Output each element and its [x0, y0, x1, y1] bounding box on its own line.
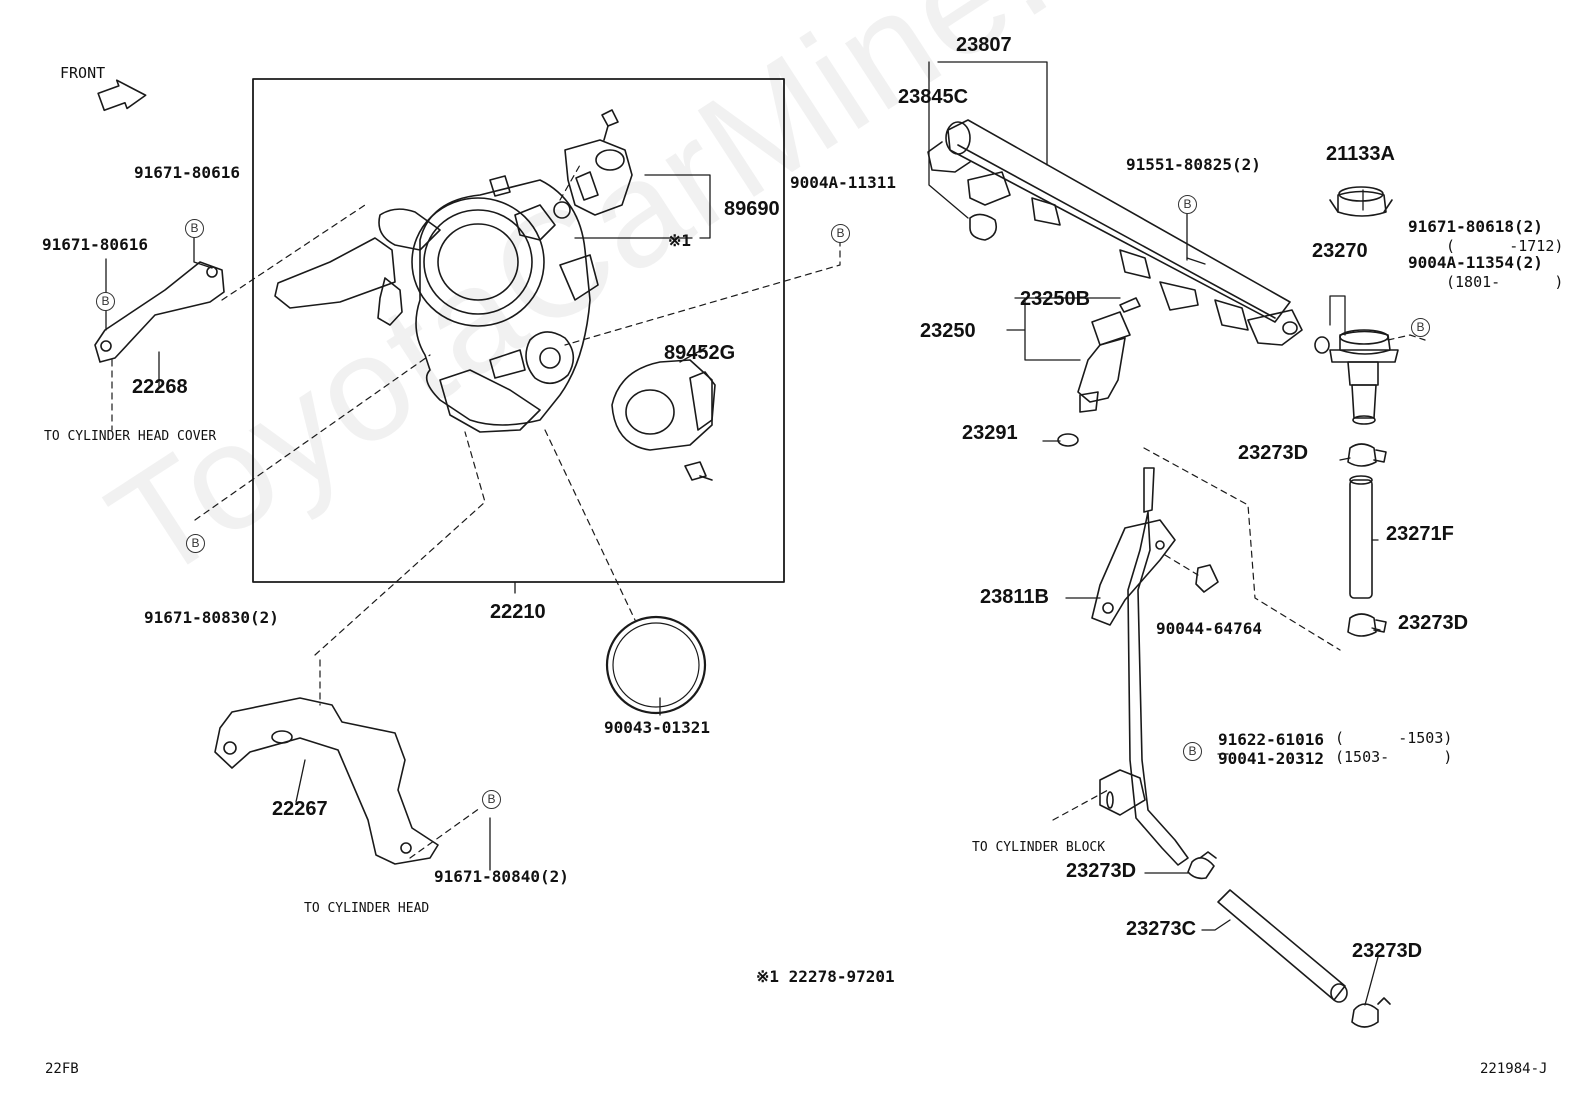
- dashed-leader-lines: [111, 164, 1426, 859]
- b-marker: B: [96, 292, 115, 311]
- part-label-23845c[interactable]: 23845C: [898, 86, 969, 108]
- part-label-9004a-11311[interactable]: 9004A-11311: [790, 173, 896, 192]
- part-label-23271f[interactable]: 23271F: [1386, 523, 1454, 545]
- part-label-90041[interactable]: 90041-20312: [1218, 749, 1324, 768]
- throttle-body-drawing: [274, 175, 599, 433]
- part-label-22268[interactable]: 22268: [132, 376, 188, 398]
- part-label-91671-80618[interactable]: 91671-80618(2): [1408, 217, 1543, 236]
- part-label-23291[interactable]: 23291: [962, 422, 1018, 444]
- part-range-91622: ( -1503): [1335, 729, 1453, 747]
- b-marker: B: [1183, 742, 1202, 761]
- part-label-91671-80830[interactable]: 91671-80830(2): [144, 608, 279, 627]
- footnote: ※1 22278-97201: [756, 967, 895, 986]
- hose-23273c-drawing: [1187, 851, 1391, 1028]
- b-marker: B: [1178, 195, 1197, 214]
- part-label-23273d[interactable]: 23273D: [1398, 612, 1469, 634]
- part-range-9004a-11354: (1801- ): [1446, 273, 1564, 291]
- bracket-22267-drawing: [214, 697, 439, 865]
- part-label-23273c[interactable]: 23273C: [1126, 918, 1197, 940]
- note-to-cylinder-head: TO CYLINDER HEAD: [304, 901, 430, 916]
- part-label-90044[interactable]: 90044-64764: [1156, 619, 1262, 638]
- part-label-23273d[interactable]: 23273D: [1238, 442, 1309, 464]
- part-label-23250b[interactable]: 23250B: [1020, 288, 1091, 310]
- part-label-22267[interactable]: 22267: [272, 798, 328, 820]
- part-label-23811b[interactable]: 23811B: [980, 586, 1049, 608]
- part-label-89690[interactable]: 89690: [724, 198, 780, 220]
- b-marker: B: [1411, 318, 1430, 337]
- part-label-90043[interactable]: 90043-01321: [604, 718, 710, 737]
- hose-23271f-drawing: [1347, 443, 1387, 637]
- part-label-23273d[interactable]: 23273D: [1352, 940, 1423, 962]
- b-marker: B: [482, 790, 501, 809]
- part-label-91671-80840[interactable]: 91671-80840(2): [434, 867, 569, 886]
- b-marker: B: [185, 219, 204, 238]
- part-label-23250[interactable]: 23250: [920, 320, 976, 342]
- leader-lines: [105, 61, 1381, 1006]
- page-code-left: 22FB: [45, 1061, 79, 1077]
- throttle-sensor-drawing: [611, 359, 716, 481]
- front-label: FRONT: [60, 64, 106, 82]
- b-marker: B: [186, 534, 205, 553]
- iac-valve-drawing: [553, 109, 633, 219]
- part-label-91671-80616[interactable]: 91671-80616: [42, 235, 148, 254]
- front-arrow-icon: [97, 79, 147, 112]
- page-code-right: 221984-J: [1480, 1061, 1548, 1077]
- part-range-91671-80618: ( -1712): [1446, 237, 1564, 255]
- part-label-89452g[interactable]: 89452G: [664, 342, 736, 364]
- b-marker: B: [831, 224, 850, 243]
- fuel-rail-drawing: [927, 119, 1303, 346]
- throttle-body-box: [252, 78, 785, 583]
- part-label-91671-80616[interactable]: 91671-80616: [134, 163, 240, 182]
- part-label-23807[interactable]: 23807: [956, 34, 1012, 56]
- part-range-90041: (1503- ): [1335, 748, 1453, 766]
- gasket-ring-drawing: [605, 615, 707, 715]
- part-label-91622[interactable]: 91622-61016: [1218, 730, 1324, 749]
- note-to-cylinder-block: TO CYLINDER BLOCK: [972, 840, 1106, 855]
- part-label-23273d[interactable]: 23273D: [1066, 860, 1137, 882]
- fuel-pipe-23811b-drawing: [1091, 467, 1219, 866]
- part-label-23270[interactable]: 23270: [1312, 240, 1368, 262]
- bracket-22268-drawing: [94, 261, 225, 363]
- part-label-91551[interactable]: 91551-80825(2): [1126, 155, 1261, 174]
- part-label-22210[interactable]: 22210: [490, 601, 546, 623]
- note-to-cylinder-head-cover: TO CYLINDER HEAD COVER: [44, 429, 217, 444]
- injector-drawing: [1057, 297, 1141, 447]
- part-label-9004a-11354[interactable]: 9004A-11354(2): [1408, 253, 1543, 272]
- part-label-21133a[interactable]: 21133A: [1326, 143, 1395, 165]
- note-mark: ※1: [668, 231, 692, 250]
- pressure-regulator-drawing: [1314, 186, 1399, 425]
